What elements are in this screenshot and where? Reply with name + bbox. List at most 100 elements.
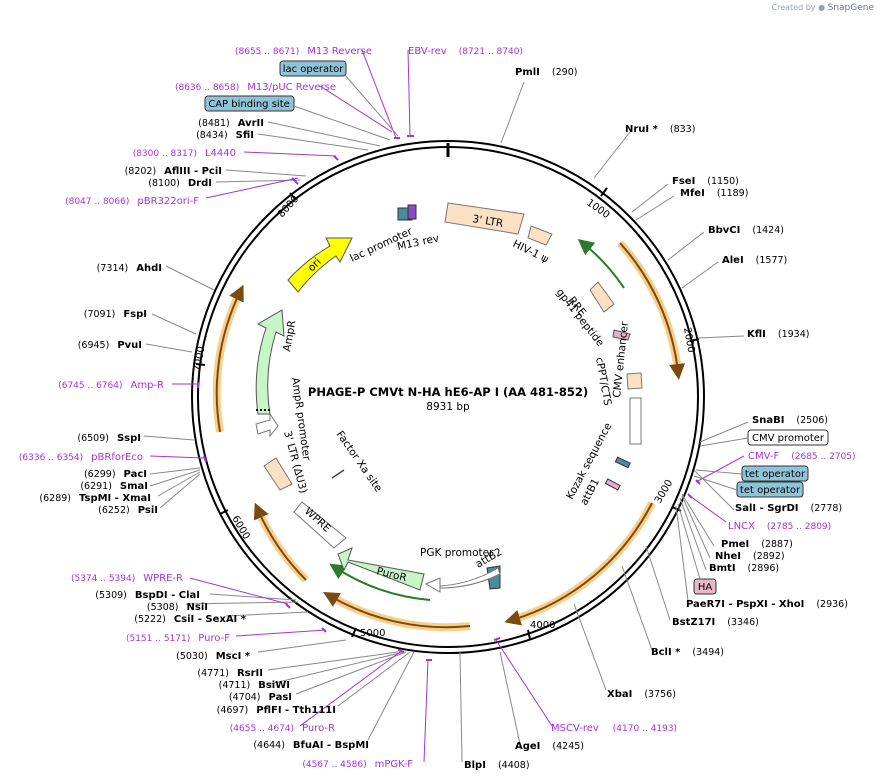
m13rev-feature[interactable]	[407, 204, 417, 220]
tick-label-4000: 4000	[530, 620, 555, 631]
ltr3-box[interactable]	[263, 457, 293, 491]
enzyme-labels-left: (4644)BfuAI - BspMI (4697)PflFI - Tth111…	[39, 118, 369, 751]
enzyme-rsrii[interactable]: (4771)RsrII	[197, 668, 263, 679]
map-title: PHAGE-P CMVt N-HA hE6-AP I (AA 481-852)	[308, 385, 588, 399]
enzyme-ahdi[interactable]: (7314)AhdI	[97, 263, 162, 274]
enzyme-nsii[interactable]: (5308)NsiI	[147, 602, 208, 613]
enzyme-xbai[interactable]: XbaI(3756)	[607, 689, 676, 700]
enzyme-agei[interactable]: AgeI(4245)	[515, 741, 584, 752]
primer-ebv-rev[interactable]: EBV-rev(8721 .. 8740)	[408, 46, 523, 57]
primer-puro-r[interactable]: (4655 .. 4674)Puro-R	[230, 723, 335, 734]
brand-prefix: Created by	[771, 3, 816, 12]
tet-operator-label-1: tet operator	[745, 469, 806, 480]
tick-label-2000: 2000	[681, 327, 696, 354]
primer-mscv-rev[interactable]: MSCV-rev(4170 .. 4193)	[551, 723, 677, 734]
kozak-box[interactable]	[614, 456, 631, 469]
enzyme-bsiwi[interactable]: (4711)BsiWI	[219, 680, 290, 691]
enzyme-msci[interactable]: (5030)MscI *	[176, 651, 251, 662]
tick-label-5000: 5000	[360, 628, 385, 639]
primer-leader-lines	[149, 49, 745, 763]
lac-operator-label: lac operator	[283, 64, 344, 75]
brand-name: SnapGene	[827, 3, 874, 13]
enzyme-sspi[interactable]: (6509)SspI	[77, 433, 141, 444]
enzyme-bcli[interactable]: BclI *(3494)	[651, 647, 724, 658]
cmv-promoter-label: CMV promoter	[752, 433, 825, 444]
primer-pbr322ori-f[interactable]: (8047 .. 8066)pBR322ori-F	[65, 196, 199, 207]
enzyme-tspmi[interactable]: (6289)TspMI - XmaI	[39, 493, 151, 504]
enzyme-pmli[interactable]: PmlI(290)	[515, 67, 577, 78]
enzyme-afliii[interactable]: (8202)AflIII - PciI	[125, 166, 222, 177]
enzyme-psii[interactable]: (6252)PsiI	[98, 505, 158, 516]
enzyme-avrii[interactable]: (8481)AvrII	[198, 118, 264, 129]
puror-arrow[interactable]	[337, 547, 425, 591]
ampr-promoter-arrow[interactable]	[255, 412, 279, 438]
primer-l4440[interactable]: (8300 .. 8317)L4440	[133, 148, 236, 159]
enzyme-pflfi[interactable]: (4697)PflFI - Tth111I	[217, 705, 336, 716]
enzyme-mfei[interactable]: MfeI(1189)	[680, 188, 748, 199]
enzyme-clai[interactable]: (5309)BspDI - ClaI	[95, 590, 200, 601]
ltr5-arrow[interactable]	[444, 202, 525, 235]
enzyme-bstz17i[interactable]: BstZ17I(3346)	[672, 617, 759, 628]
rre-box[interactable]	[589, 281, 615, 313]
cppt-box[interactable]	[626, 372, 643, 390]
enzyme-nhei[interactable]: NheI(2892)	[715, 551, 785, 562]
enzyme-sali[interactable]: SalI - SgrDI(2778)	[735, 503, 842, 514]
cmv-promoter-box[interactable]	[747, 429, 829, 446]
primer-m13-reverse[interactable]: (8655 .. 8671)M13 Reverse	[235, 46, 372, 57]
wpre-arrow[interactable]	[293, 501, 347, 549]
enzyme-smai[interactable]: (6291)SmaI	[80, 481, 148, 492]
tick-label-6000: 6000	[229, 514, 251, 542]
enzyme-drdi[interactable]: (8100)DrdI	[148, 178, 212, 189]
primer-lncx[interactable]: LNCX(2785 .. 2809)	[728, 521, 831, 532]
enzyme-blpi[interactable]: BlpI(4408)	[464, 760, 530, 771]
primer-puro-f[interactable]: (5151 .. 5171)Puro-F	[126, 633, 230, 644]
leader-lines	[143, 81, 749, 763]
enzyme-csii[interactable]: (5222)CsiI - SexAI *	[134, 614, 247, 625]
primer-pbrforeco[interactable]: (6336 .. 6354)pBRforEco	[19, 452, 143, 463]
enzyme-snabi[interactable]: SnaBI(2506)	[752, 415, 828, 426]
enzyme-alei[interactable]: AleI(1577)	[722, 255, 787, 266]
tick-label-7000: 7000	[192, 346, 207, 373]
cap-site-box[interactable]	[204, 95, 295, 112]
primer-m13-puc-reverse[interactable]: (8636 .. 8658)M13/pUC Reverse	[175, 82, 336, 93]
enzyme-paer7i[interactable]: PaeR7I - PspXI - XhoI(2936)	[686, 599, 848, 610]
gp41-arrow[interactable]	[612, 329, 631, 341]
enzyme-bmti[interactable]: BmtI(2896)	[709, 563, 779, 574]
enzyme-bbvci[interactable]: BbvCI(1424)	[708, 225, 784, 236]
puror-label: PuroR	[375, 565, 408, 584]
ampr-arrow[interactable]	[255, 309, 285, 415]
enzyme-bfuai[interactable]: (4644)BfuAI - BspMI	[253, 740, 369, 751]
enzyme-fsei[interactable]: FseI(1150)	[672, 176, 739, 187]
enzyme-nrui[interactable]: NruI *(833)	[625, 124, 695, 135]
ori-arrow[interactable]	[287, 237, 353, 293]
enzyme-kfli[interactable]: KflI(1934)	[747, 329, 809, 340]
tet-operator-label-2: tet operator	[740, 485, 801, 496]
primer-wpre-r[interactable]: (5374 .. 5394)WPRE-R	[71, 573, 183, 584]
primer-cmv-f[interactable]: CMV-F(2685 .. 2705)	[748, 451, 856, 462]
pgk-promoter-arrow[interactable]	[424, 567, 501, 593]
primer-amp-r[interactable]: (6745 .. 6764)Amp-R	[58, 380, 164, 391]
enzyme-sfii[interactable]: (8434)SfiI	[196, 130, 254, 141]
factor-xa-mark[interactable]	[331, 469, 345, 479]
orf-arcs	[212, 238, 686, 632]
enzyme-labels: PmlI(290) NruI *(833) FseI(1150) MfeI(11…	[464, 67, 848, 771]
cmv-enhancer-arrow[interactable]	[629, 397, 642, 445]
lac-operator-box[interactable]	[279, 60, 347, 77]
enzyme-pmei[interactable]: PmeI(2887)	[721, 539, 793, 550]
enzyme-paci[interactable]: (6299)PacI	[84, 469, 147, 480]
enzyme-pvui[interactable]: (6945)PvuI	[78, 340, 142, 351]
enzyme-pasi[interactable]: (4704)PasI	[229, 692, 292, 703]
primer-mpgk-f[interactable]: (4567 .. 4586)mPGK-F	[302, 759, 413, 770]
primer-labels: (8655 .. 8671)M13 Reverse EBV-rev(8721 .…	[19, 46, 856, 770]
ha-label: HA	[698, 582, 713, 593]
pgk-label: PGK promoter	[420, 547, 494, 559]
tick-label-3000: 3000	[653, 478, 675, 506]
backbone-outer-ring	[191, 140, 705, 654]
hiv-psi-box[interactable]	[527, 225, 553, 246]
enzyme-fspi[interactable]: (7091)FspI	[84, 309, 147, 320]
ltr5-label: 3' LTR	[472, 213, 505, 230]
primer-site-marks	[197, 135, 701, 661]
ha-box[interactable]	[693, 578, 717, 595]
attb1-box[interactable]	[604, 478, 621, 491]
